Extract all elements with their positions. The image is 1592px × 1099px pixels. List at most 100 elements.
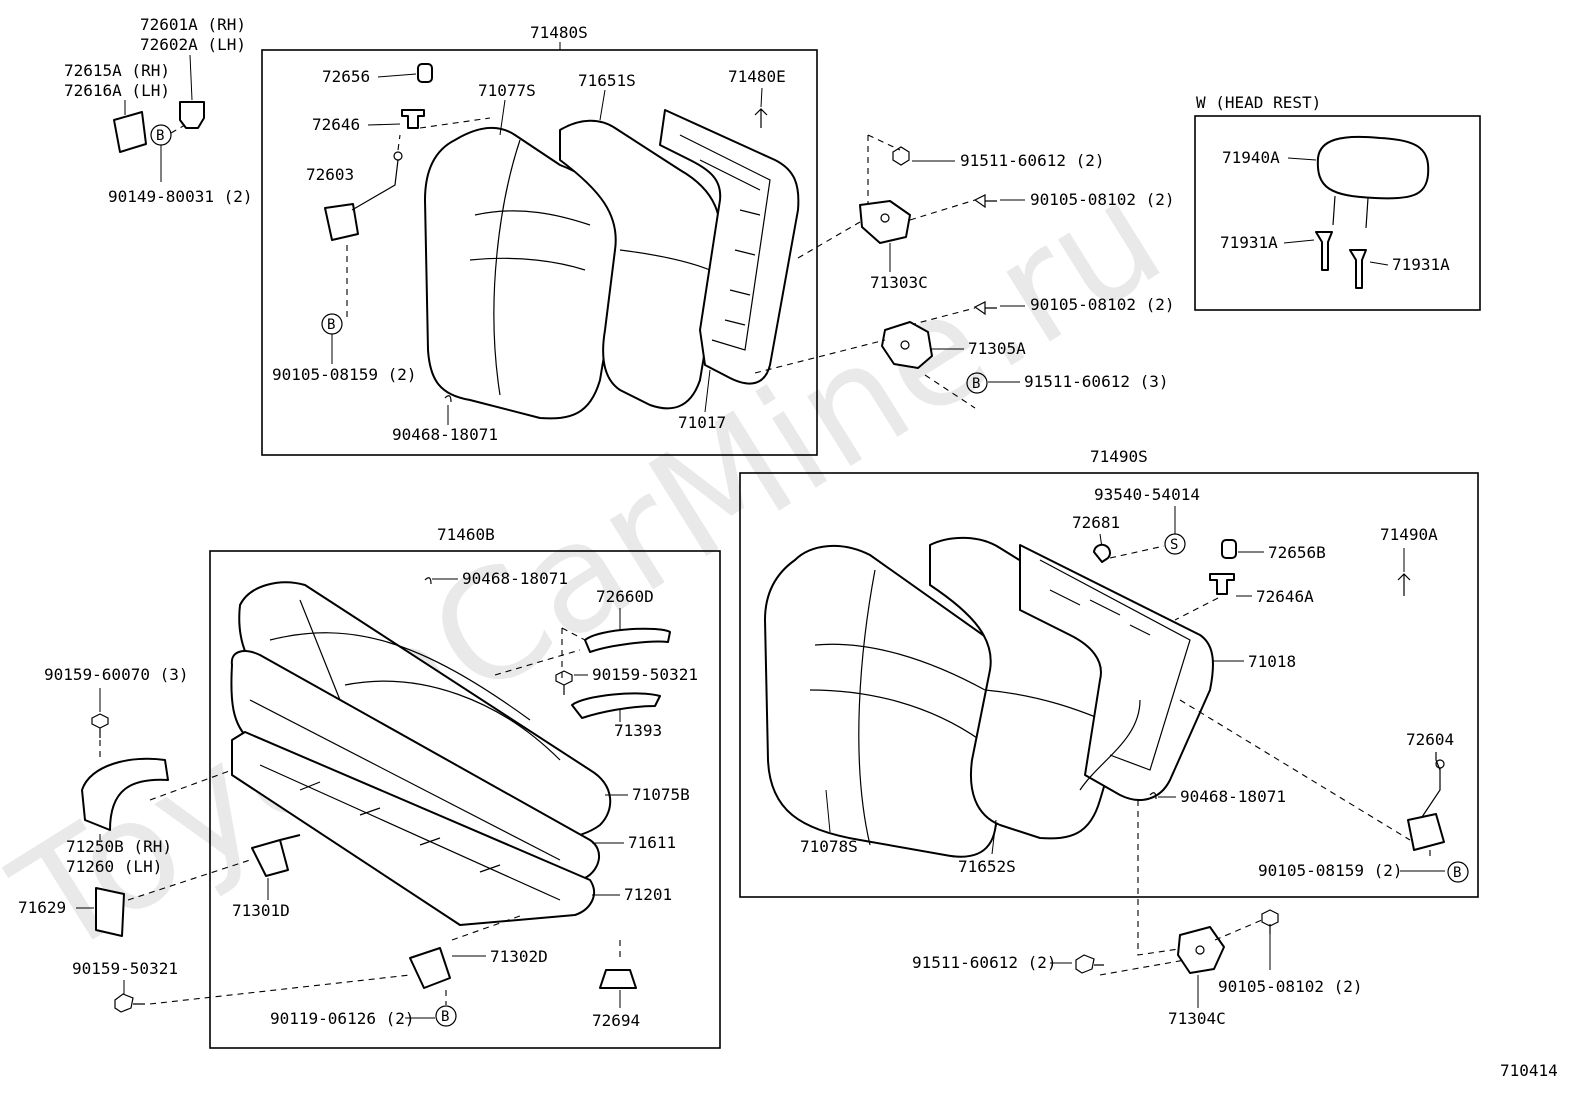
box-headrest bbox=[1194, 115, 1481, 311]
diagram-code: 710414 bbox=[1500, 1061, 1558, 1080]
label-72646: 72646 bbox=[312, 115, 360, 134]
label-71652S: 71652S bbox=[958, 857, 1016, 876]
label-72616A: 72616A (LH) bbox=[64, 81, 170, 100]
label-71201: 71201 bbox=[624, 885, 672, 904]
part-71490A bbox=[1397, 573, 1411, 596]
label-71651S: 71651S bbox=[578, 71, 636, 90]
label-71490A: 71490A bbox=[1380, 525, 1438, 544]
part-72694 bbox=[599, 969, 637, 989]
label-71305A: 71305A bbox=[968, 339, 1026, 358]
label-71490S: 71490S bbox=[1090, 447, 1148, 466]
label-90159-60070: 90159-60070 (3) bbox=[44, 665, 189, 684]
part-72601A bbox=[179, 101, 205, 129]
label-71940A: 71940A bbox=[1222, 148, 1280, 167]
part-72681 bbox=[1093, 543, 1111, 563]
label-71260: 71260 (LH) bbox=[66, 857, 162, 876]
label-72646A: 72646A bbox=[1256, 587, 1314, 606]
svg-text:B: B bbox=[972, 376, 980, 392]
part-bolt-91511-bottom bbox=[1075, 954, 1104, 974]
part-72603 bbox=[324, 203, 359, 241]
label-71077S: 71077S bbox=[478, 81, 536, 100]
part-71301D bbox=[251, 834, 301, 877]
label-71078S: 71078S bbox=[800, 837, 858, 856]
label-71611: 71611 bbox=[628, 833, 676, 852]
svg-text:B: B bbox=[156, 128, 164, 144]
label-90119-06126: 90119-06126 (2) bbox=[270, 1009, 415, 1028]
label-71018: 71018 bbox=[1248, 652, 1296, 671]
label-71304C: 71304C bbox=[1168, 1009, 1226, 1028]
marker-b-4 bbox=[435, 1005, 457, 1027]
group-headrest: W (HEAD REST) 71940A 71931A 71931A bbox=[1194, 93, 1481, 311]
label-72694: 72694 bbox=[592, 1011, 640, 1030]
label-71460B: 71460B bbox=[437, 525, 495, 544]
part-bolt-90105-b bbox=[973, 301, 997, 316]
group-top-left: 72601A (RH) 72602A (LH) 72615A (RH) 7261… bbox=[64, 15, 253, 206]
label-71629: 71629 bbox=[18, 898, 66, 917]
part-71078S bbox=[764, 544, 1018, 858]
part-bolt-90159-50321-b bbox=[114, 993, 145, 1013]
label-90105-08102-a: 90105-08102 (2) bbox=[1030, 190, 1175, 209]
label-71250B: 71250B (RH) bbox=[66, 837, 172, 856]
label-91511-60612-bottom: 91511-60612 (2) bbox=[912, 953, 1057, 972]
box-71490S bbox=[739, 472, 1479, 898]
marker-b-3 bbox=[966, 372, 988, 394]
part-71480E bbox=[754, 108, 768, 128]
label-91511-60612-3: 91511-60612 (3) bbox=[1024, 372, 1169, 391]
part-71931A-right bbox=[1349, 249, 1367, 289]
label-90468-18071-right: 90468-18071 bbox=[1180, 787, 1286, 806]
group-71480S: 71480S 72656 72646 72603 B 90105-08159 (… bbox=[261, 23, 818, 456]
part-72615A bbox=[113, 111, 147, 153]
part-71393 bbox=[571, 692, 661, 719]
svg-text:B: B bbox=[441, 1009, 449, 1025]
part-bolt-90105-a bbox=[973, 194, 997, 209]
part-bolt-90159-50321-a bbox=[555, 670, 573, 695]
label-72603: 72603 bbox=[306, 165, 354, 184]
label-93540-54014: 93540-54014 bbox=[1094, 485, 1200, 504]
part-72656 bbox=[417, 63, 433, 83]
group-71460B: 71460B 71075B 71611 71201 90468-18071 72… bbox=[127, 525, 721, 1049]
part-72660D bbox=[584, 627, 671, 653]
label-71303C: 71303C bbox=[870, 273, 928, 292]
box-71460B bbox=[209, 550, 721, 1049]
label-72601A: 72601A (RH) bbox=[140, 15, 246, 34]
part-71940A bbox=[1316, 135, 1430, 200]
part-72604 bbox=[1407, 813, 1445, 851]
part-71305A bbox=[881, 321, 933, 369]
part-71018 bbox=[1019, 544, 1214, 801]
part-71077S bbox=[424, 127, 622, 420]
label-72602A: 72602A (LH) bbox=[140, 35, 246, 54]
part-71201 bbox=[231, 731, 595, 926]
part-72646 bbox=[401, 109, 425, 129]
label-90105-08159-top: 90105-08159 (2) bbox=[272, 365, 417, 384]
label-90105-08102-b: 90105-08102 (2) bbox=[1030, 295, 1175, 314]
label-90105-08102-c: 90105-08102 (2) bbox=[1218, 977, 1363, 996]
label-72615A: 72615A (RH) bbox=[64, 61, 170, 80]
label-72681: 72681 bbox=[1072, 513, 1120, 532]
part-71017 bbox=[659, 109, 800, 385]
part-90468-18071-top bbox=[444, 395, 452, 403]
part-71629 bbox=[95, 887, 125, 937]
group-71304C: 71304C 91511-60612 (2) 90105-08102 (2) bbox=[912, 800, 1363, 1028]
part-71302D bbox=[409, 947, 451, 989]
svg-text:S: S bbox=[1170, 537, 1178, 553]
label-72660D: 72660D bbox=[596, 587, 654, 606]
group-upper-brackets: 91511-60612 (2) 90105-08102 (2) 71303C 9… bbox=[754, 134, 1175, 409]
part-71250B bbox=[81, 757, 169, 831]
part-bolt-90159-60070 bbox=[91, 713, 109, 738]
label-71931A-right: 71931A bbox=[1392, 255, 1450, 274]
label-90468-18071-cushion: 90468-18071 bbox=[462, 569, 568, 588]
label-71480E: 71480E bbox=[728, 67, 786, 86]
label-90105-08159-right: 90105-08159 (2) bbox=[1258, 861, 1403, 880]
group-71490S: 71490S 93540-54014 S 72681 72656B 72646A… bbox=[739, 447, 1479, 898]
box-71480S bbox=[261, 49, 818, 456]
label-91511-60612-2-top: 91511-60612 (2) bbox=[960, 151, 1105, 170]
label-71931A-left: 71931A bbox=[1220, 233, 1278, 252]
part-71304C bbox=[1177, 926, 1225, 974]
part-90468-18071-right bbox=[1149, 792, 1157, 800]
label-90159-50321-b: 90159-50321 bbox=[72, 959, 178, 978]
svg-text:B: B bbox=[327, 317, 335, 333]
part-72646A bbox=[1209, 573, 1235, 595]
label-90149-80031: 90149-80031 (2) bbox=[108, 187, 253, 206]
label-90159-50321-a: 90159-50321 bbox=[592, 665, 698, 684]
headrest-title: W (HEAD REST) bbox=[1196, 93, 1321, 112]
